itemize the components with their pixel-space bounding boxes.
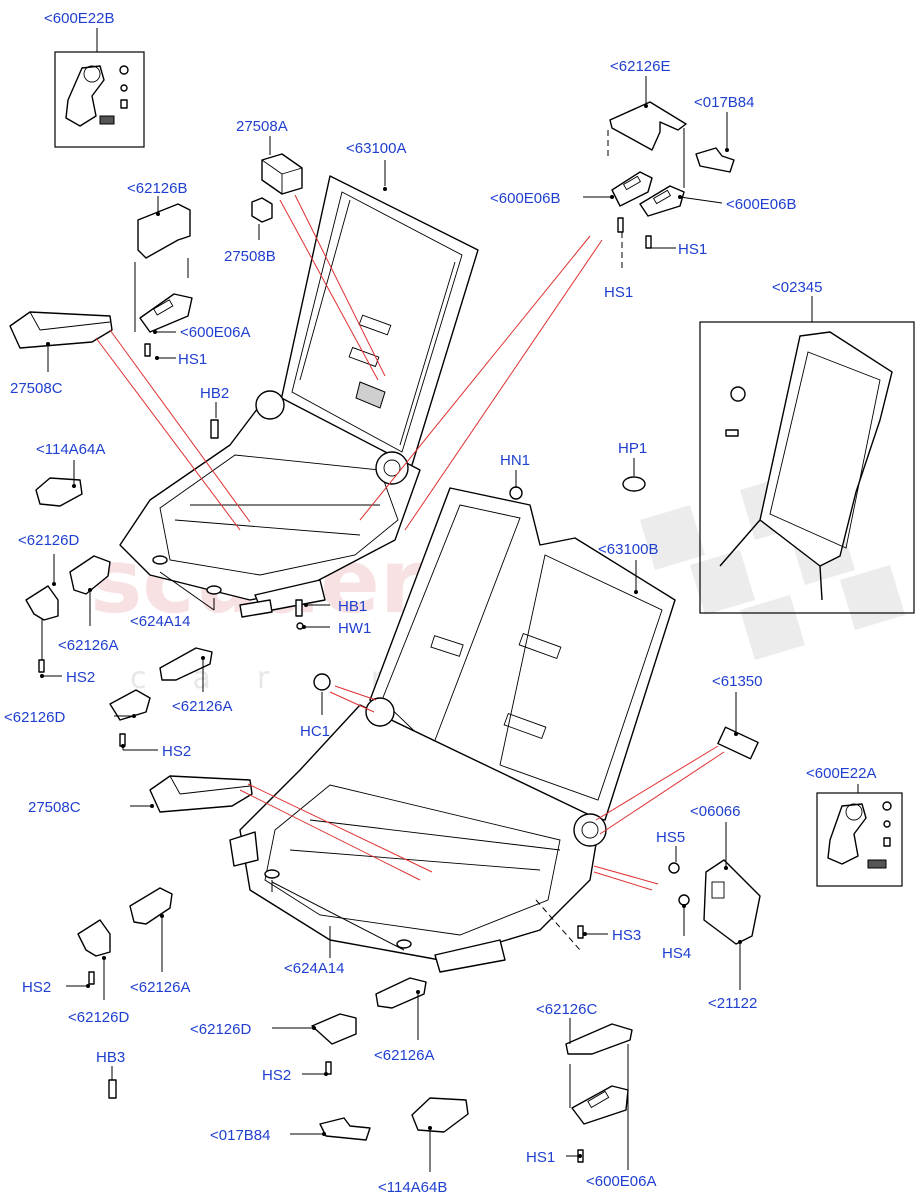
bracket-600e06a-lower (571, 1085, 629, 1125)
bracket-62126d-4 (311, 1013, 357, 1045)
label-600e22a: <600E22A (806, 765, 876, 782)
block-27508a (261, 153, 303, 195)
label-62126a-3: <62126A (130, 979, 190, 996)
bracket-62126c (565, 1023, 633, 1055)
bracket-62126d-2 (109, 689, 151, 721)
label-hs3: HS3 (612, 927, 641, 944)
part-labels: <600E22B 27508A <63100A <62126E <017B84 … (4, 10, 876, 1196)
label-600e06b-right: <600E06B (726, 196, 796, 213)
bracket-600e06a-upper (139, 293, 193, 333)
label-62126d-2: <62126D (4, 709, 65, 726)
bracket-62126b (137, 203, 191, 259)
label-62126d-4: <62126D (190, 1021, 251, 1038)
label-600e22b: <600E22B (44, 10, 114, 27)
label-hp1: HP1 (618, 440, 647, 457)
frame-02345 (719, 331, 893, 601)
label-62126a-2: <62126A (172, 698, 232, 715)
label-600e06b-left: <600E06B (490, 190, 560, 207)
bracket-62126a-1 (69, 555, 111, 595)
label-hs1-c: HS1 (178, 351, 207, 368)
label-017b84-upper: <017B84 (694, 94, 754, 111)
bracket-600e06b-right (639, 185, 685, 217)
label-hs4: HS4 (662, 945, 691, 962)
cover-114a64a (35, 477, 83, 507)
label-114a64a: <114A64A (36, 441, 105, 458)
box-600e22a (816, 792, 903, 887)
label-017b84-lower: <017B84 (210, 1127, 270, 1144)
reference-lines (95, 194, 725, 891)
label-hs2-c: HS2 (22, 979, 51, 996)
label-hs2-d: HS2 (262, 1067, 291, 1084)
label-61350: <61350 (712, 673, 762, 690)
label-624a14-upper: <624A14 (130, 613, 190, 630)
label-62126d-upper: <62126D (18, 532, 79, 549)
bracket-600e06b-left (611, 171, 653, 207)
label-27508c-lower: 27508C (28, 799, 81, 816)
label-hc1: HC1 (300, 723, 330, 740)
trim-27508c-upper (9, 311, 113, 349)
label-27508a: 27508A (236, 118, 288, 135)
label-114a64b: <114A64B (378, 1179, 447, 1196)
label-63100b: <63100B (598, 541, 658, 558)
bracket-017b84-lower (319, 1117, 371, 1141)
bracket-017b84-upper (695, 147, 735, 173)
leader-lines (40, 28, 859, 1172)
seat-frame-upper (119, 175, 479, 618)
label-21122: <21122 (708, 995, 757, 1012)
bracket-62126e (609, 101, 687, 151)
label-63100a: <63100A (346, 140, 406, 157)
bracket-62126d-upper (25, 585, 59, 621)
box-600e22b (54, 51, 145, 148)
motor-600e22a (827, 801, 892, 869)
box-02345 (699, 321, 915, 614)
label-hs2-b: HS2 (162, 743, 191, 760)
label-62126d-3: <62126D (68, 1009, 129, 1026)
trim-27508c-lower (149, 775, 253, 813)
label-hs5: HS5 (656, 829, 685, 846)
label-62126e: <62126E (610, 58, 670, 75)
label-62126a-4: <62126A (374, 1047, 434, 1064)
label-600e06a-lower: <600E06A (586, 1173, 656, 1190)
cover-114a64b (411, 1097, 469, 1133)
label-hb2: HB2 (200, 385, 229, 402)
motor-600e22b (65, 65, 129, 127)
bracket-62126a-2 (159, 647, 213, 681)
bracket-62126a-4 (375, 977, 427, 1009)
block-27508b (251, 197, 273, 223)
fitting-61350 (717, 726, 759, 760)
hinge-06066 (703, 859, 761, 945)
label-hb1: HB1 (338, 598, 367, 615)
label-27508b: 27508B (224, 248, 276, 265)
label-06066: <06066 (690, 803, 740, 820)
label-hs2-a: HS2 (66, 669, 95, 686)
bracket-62126a-3 (129, 887, 173, 925)
label-02345: <02345 (772, 279, 822, 296)
clip-624a14 (152, 555, 412, 949)
label-hb3: HB3 (96, 1049, 125, 1066)
label-hs1-b: HS1 (604, 284, 633, 301)
label-27508c-upper: 27508C (10, 380, 63, 397)
label-hs1-a: HS1 (678, 241, 707, 258)
label-600e06a-upper: <600E06A (180, 324, 250, 341)
label-62126c: <62126C (536, 1001, 597, 1018)
label-62126b: <62126B (127, 180, 187, 197)
label-62126a-1: <62126A (58, 637, 118, 654)
label-624a14-lower: <624A14 (284, 960, 344, 977)
bracket-62126d-3 (77, 919, 111, 957)
seat-frame-lower (229, 487, 676, 973)
fasteners (38, 217, 690, 1163)
label-hw1: HW1 (338, 620, 371, 637)
label-hs1-d: HS1 (526, 1149, 555, 1166)
label-hn1: HN1 (500, 452, 530, 469)
